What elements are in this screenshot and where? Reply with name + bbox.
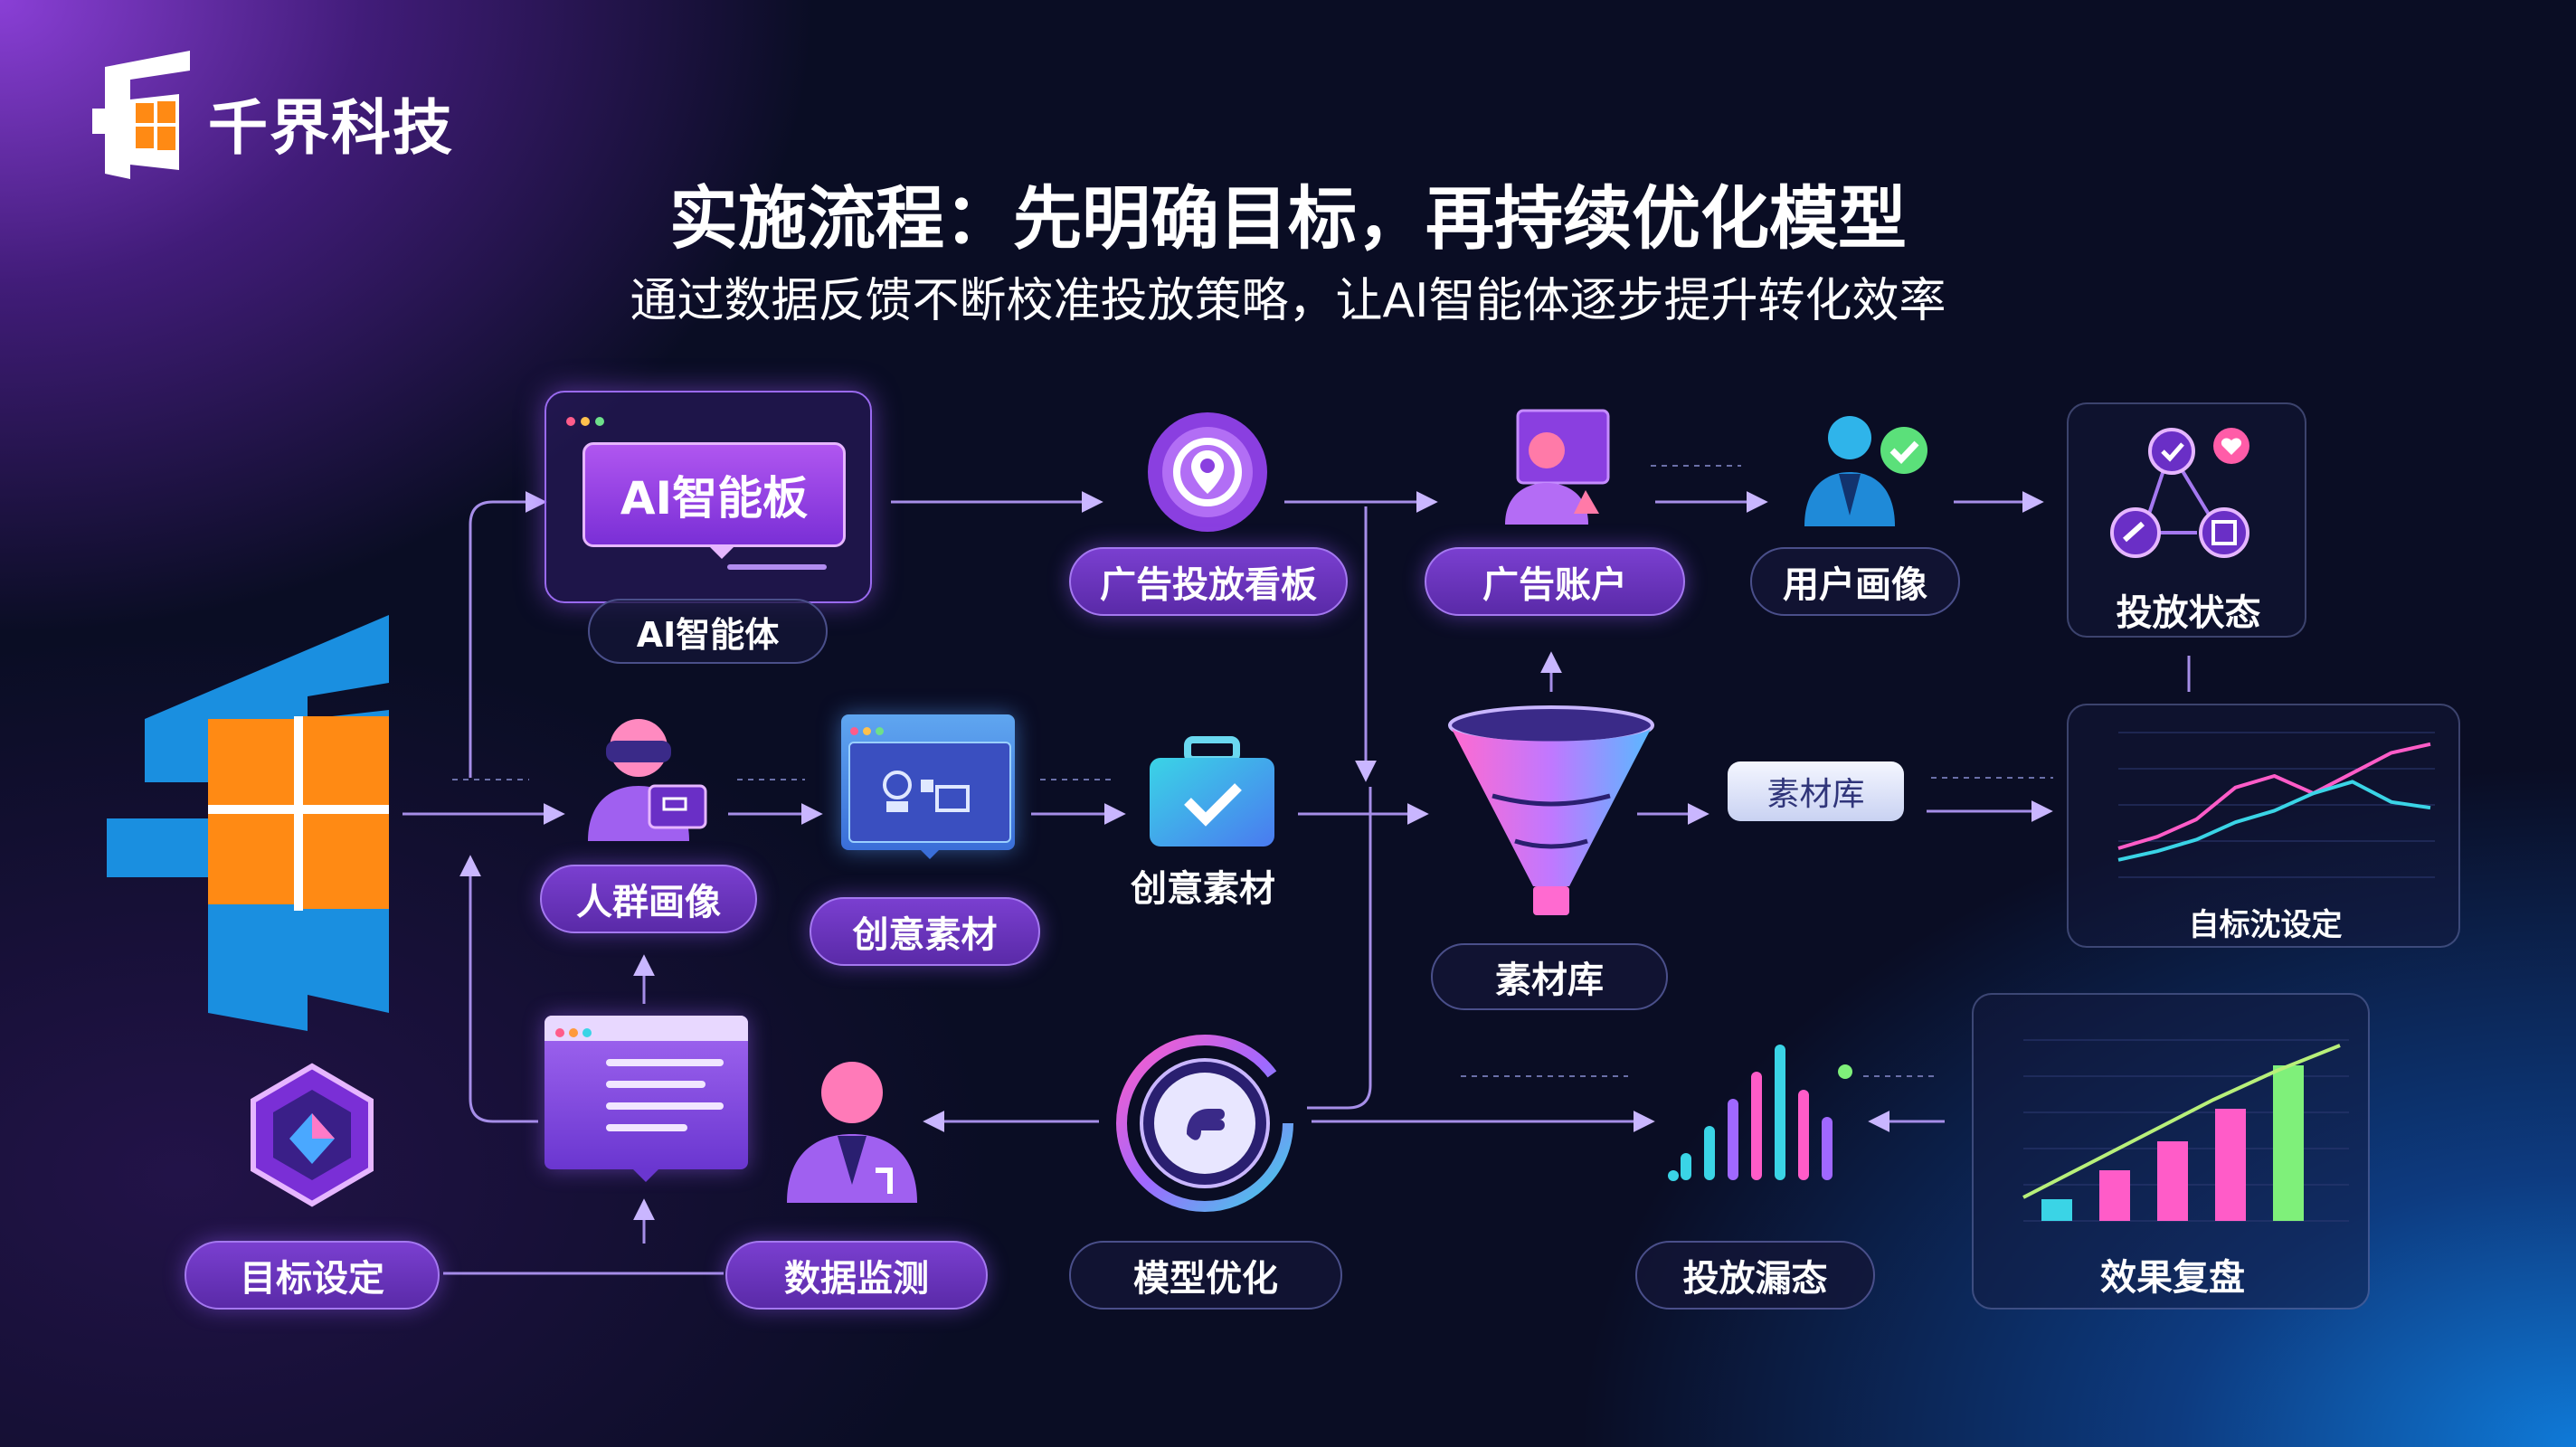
arrow-to-ai-board [469, 491, 547, 778]
bar-2 [2157, 1141, 2188, 1221]
material-library-pill[interactable]: 素材库 [1431, 943, 1668, 1010]
user-profile-pill[interactable]: 用户画像 [1750, 547, 1960, 616]
status-network-icon [2110, 428, 2249, 558]
qianjie-logo-icon [92, 51, 190, 179]
goal-setting-pill[interactable]: 目标设定 [185, 1241, 440, 1310]
bar-0 [2041, 1199, 2072, 1221]
eq-bar-2 [1728, 1099, 1738, 1180]
vr-user-icon [588, 719, 707, 841]
arrow-loop-up [459, 855, 538, 1123]
page-title: 实施流程：先明确目标，再持续优化模型 [669, 178, 1907, 259]
ai-board-screen: AI智能板 [582, 442, 846, 547]
funnel-icon [1448, 705, 1654, 915]
delivery-funnel-pill[interactable]: 投放漏态 [1635, 1241, 1875, 1310]
line-series-0 [2117, 742, 2431, 850]
delivery-status-label: 投放状态 [2116, 592, 2261, 634]
ad-account-pill[interactable]: 广告账户 [1425, 547, 1685, 616]
creative-material-label: 创意素材 [1131, 868, 1275, 910]
goal-setting-chart-label: 自标沈设定 [2188, 907, 2343, 943]
user-screen-icon [1505, 409, 1610, 525]
document-window-icon [545, 1016, 748, 1182]
ai-agent-pill[interactable]: AI智能体 [588, 599, 828, 664]
eq-bar-0 [1681, 1153, 1691, 1180]
brand-name: 千界科技 [208, 93, 454, 163]
eq-dot-left [1668, 1170, 1679, 1181]
material-library-tag[interactable]: 素材库 [1728, 761, 1904, 821]
creative-material-pill[interactable]: 创意素材 [810, 897, 1040, 966]
ai-board-screen-label: AI智能板 [620, 472, 809, 525]
chart-grid [2118, 732, 2435, 878]
goal-setting-line-chart [2117, 732, 2435, 878]
data-monitoring-pill[interactable]: 数据监测 [725, 1241, 988, 1310]
bar-1 [2099, 1170, 2130, 1221]
eq-bar-3 [1751, 1072, 1762, 1180]
line-series-1 [2117, 780, 2431, 862]
ad-dashboard-pill[interactable]: 广告投放看板 [1069, 547, 1348, 616]
model-optimization-pill[interactable]: 模型优化 [1069, 1241, 1342, 1310]
browser-window-icon [841, 714, 1015, 859]
ai-board-card[interactable]: AI智能板 [545, 391, 872, 603]
effect-review-bar-chart [2022, 1039, 2349, 1222]
circular-hand-icon [1116, 1035, 1293, 1212]
crowd-profile-pill[interactable]: 人群画像 [540, 865, 757, 933]
businessman-icon [787, 1062, 917, 1203]
window-dots [566, 412, 604, 430]
effect-review-label: 效果复盘 [2100, 1257, 2245, 1299]
effect-review-card[interactable]: 效果复盘 [1972, 993, 2370, 1310]
brand: 千界科技 [89, 47, 487, 183]
goal-setting-chart-card[interactable]: 自标沈设定 [2067, 704, 2460, 948]
target-location-icon [1148, 412, 1267, 532]
page-subtitle: 通过数据反馈不断校准投放策略，让AI智能体逐步提升转化效率 [630, 274, 1946, 328]
users-check-icon [1804, 416, 1927, 526]
eq-bar-4 [1775, 1045, 1785, 1180]
briefcase-check-icon [1150, 736, 1274, 846]
eq-bar-5 [1798, 1090, 1809, 1180]
bar-4 [2273, 1065, 2304, 1221]
bar-3 [2215, 1109, 2246, 1221]
trend-line [2022, 1044, 2341, 1199]
eq-dot [1838, 1064, 1852, 1079]
delivery-status-card[interactable]: 投放状态 [2067, 402, 2306, 638]
eq-bar-1 [1704, 1126, 1715, 1180]
eq-bar-6 [1822, 1117, 1833, 1180]
qianjie-large-logo-icon [107, 615, 389, 1031]
hexagon-target-icon [251, 1063, 374, 1207]
line-funnel-to-model [1307, 787, 1372, 1110]
equalizer-bars-icon [1668, 1045, 1852, 1181]
